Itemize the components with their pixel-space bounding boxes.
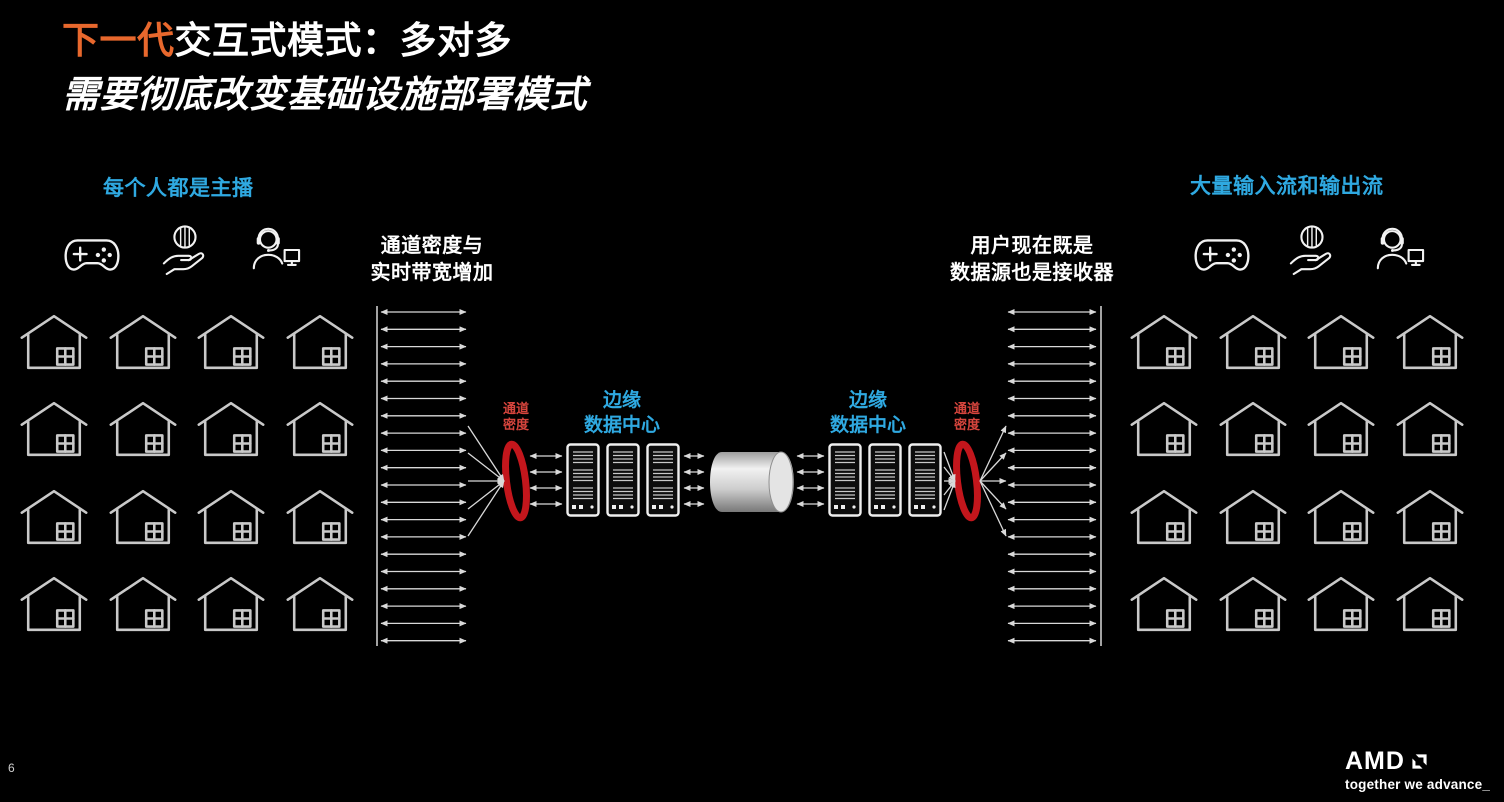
amd-logo-text: AMD [1345, 747, 1405, 775]
hand-coin-icon [1289, 225, 1332, 276]
right-icon-row [1192, 222, 1428, 276]
left-density-line1: 通道 [502, 401, 529, 416]
left-annotation-line2: 实时带宽增加 [370, 262, 494, 284]
house-icon [18, 400, 90, 458]
right-density-line1: 通道 [953, 401, 980, 416]
left-house-grid [10, 298, 364, 648]
right-edge-datacenter-racks [828, 443, 942, 517]
headset-agent-icon [252, 227, 301, 270]
right-fan-line [979, 425, 1007, 482]
gamepad-icon [1194, 239, 1250, 271]
right-density-line2: 密度 [953, 417, 980, 433]
house-icon [284, 313, 356, 371]
title-highlight: 下一代 [62, 20, 175, 61]
left-fan-line [467, 425, 505, 482]
left-icon-row [62, 222, 304, 276]
right-rack-ring-line [943, 480, 956, 496]
house-icon [107, 488, 179, 546]
house-icon [1305, 488, 1377, 546]
house-icon [1217, 488, 1289, 546]
left-edge-dc-line1: 边缘 [602, 390, 641, 411]
amd-tagline: together we advance_ [1345, 777, 1491, 792]
house-icon [1305, 313, 1377, 371]
house-icon [1394, 400, 1466, 458]
right-house-grid [1120, 298, 1474, 648]
house-icon [1217, 400, 1289, 458]
server-rack-icon [566, 443, 600, 517]
title-line1: 下一代交互式模式：多对多 [62, 14, 587, 68]
amd-branding: AMD together we advance_ [1345, 749, 1491, 793]
house-icon [195, 575, 267, 633]
right-channel-density-label: 通道 密度 [939, 401, 995, 434]
house-icon [1128, 313, 1200, 371]
gamepad-icon [64, 239, 120, 271]
right-section-label: 大量输入流和输出流 [1190, 175, 1384, 198]
left-edge-dc-line2: 数据中心 [583, 414, 660, 436]
right-fan-line [979, 452, 1007, 482]
right-channel-density-ring [953, 440, 981, 522]
left-annotation: 通道密度与 实时带宽增加 [352, 233, 512, 287]
left-density-line2: 密度 [502, 417, 529, 433]
house-icon [1394, 313, 1466, 371]
house-icon [284, 575, 356, 633]
left-annotation-line1: 通道密度与 [380, 235, 484, 257]
right-fan-line [979, 480, 1007, 537]
right-annotation-line1: 用户现在既是 [970, 235, 1094, 257]
house-icon [1128, 400, 1200, 458]
right-edge-datacenter-label: 边缘 数据中心 [806, 389, 930, 438]
house-icon [18, 313, 90, 371]
left-fan-line [467, 480, 505, 537]
right-annotation-line2: 数据源也是接收器 [950, 262, 1114, 284]
server-rack-icon [908, 443, 942, 517]
right-rack-ring-line [943, 451, 956, 482]
server-rack-icon [828, 443, 862, 517]
hand-coin-icon [162, 225, 205, 276]
left-channel-density-ring [502, 440, 530, 522]
right-annotation: 用户现在既是 数据源也是接收器 [932, 233, 1132, 287]
house-icon [1394, 488, 1466, 546]
amd-logo-mark-icon [1412, 754, 1427, 769]
house-icon [195, 313, 267, 371]
headset-agent-icon [1376, 227, 1425, 270]
server-rack-icon [868, 443, 902, 517]
house-icon [1394, 575, 1466, 633]
right-edge-dc-line1: 边缘 [848, 390, 887, 411]
right-fan-line [979, 480, 1007, 510]
right-rack-ring-line [943, 466, 956, 482]
left-fan-line [467, 480, 505, 510]
house-icon [284, 488, 356, 546]
amd-logo: AMD [1345, 749, 1490, 774]
house-icon [284, 400, 356, 458]
left-channel-density-label: 通道 密度 [488, 401, 544, 434]
page-number: 6 [8, 761, 15, 775]
house-icon [18, 575, 90, 633]
house-icon [18, 488, 90, 546]
server-rack-icon [646, 443, 680, 517]
house-icon [1128, 575, 1200, 633]
house-icon [1217, 313, 1289, 371]
house-icon [1305, 575, 1377, 633]
slide-title: 下一代交互式模式：多对多 需要彻底改变基础设施部署模式 [62, 14, 587, 121]
left-edge-datacenter-racks [566, 443, 680, 517]
left-section-label: 每个人都是主播 [103, 177, 254, 200]
right-rack-ring-line [943, 480, 956, 511]
house-icon [1305, 400, 1377, 458]
title-rest: 交互式模式：多对多 [174, 20, 512, 61]
house-icon [1217, 575, 1289, 633]
right-edge-dc-line2: 数据中心 [829, 414, 906, 436]
house-icon [195, 400, 267, 458]
left-fan-line [467, 452, 505, 482]
server-rack-icon [606, 443, 640, 517]
house-icon [107, 400, 179, 458]
house-icon [195, 488, 267, 546]
left-edge-datacenter-label: 边缘 数据中心 [560, 389, 684, 438]
core-network-cylinder [710, 451, 794, 513]
house-icon [1128, 488, 1200, 546]
house-icon [107, 575, 179, 633]
slide-subtitle: 需要彻底改变基础设施部署模式 [62, 73, 587, 115]
house-icon [107, 313, 179, 371]
